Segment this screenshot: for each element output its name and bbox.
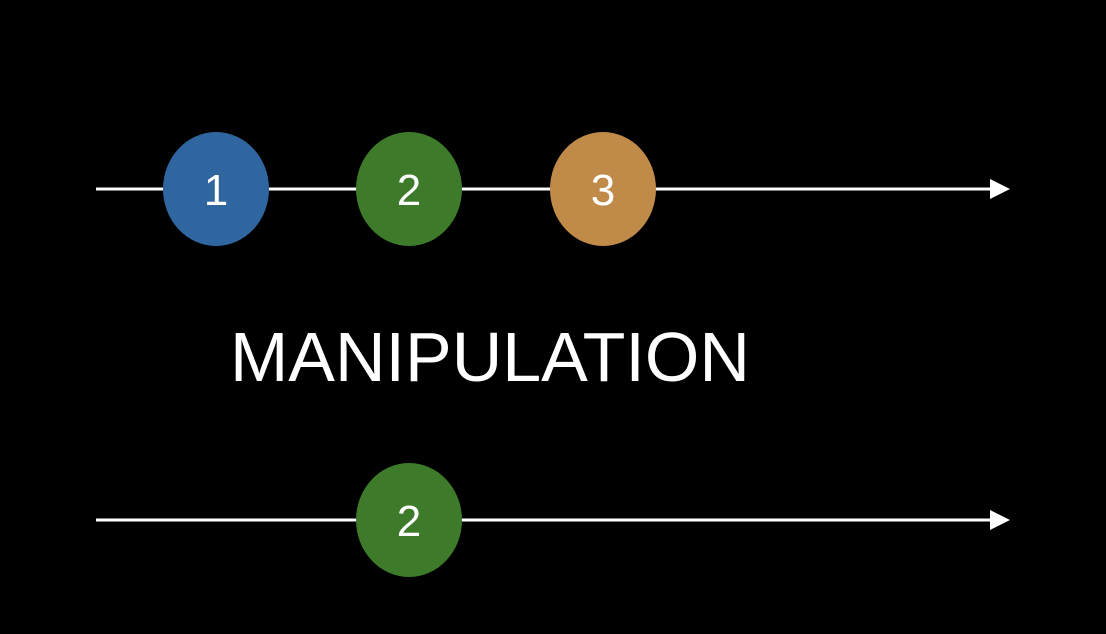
input-marble-1-label: 1: [204, 166, 228, 215]
input-marble-3-label: 3: [591, 166, 615, 215]
input-marble-1-circle: [163, 132, 269, 246]
input-marble-2: 2: [356, 132, 462, 246]
input-timeline: 1 2 3: [96, 132, 1010, 246]
input-timeline-arrowhead: [990, 179, 1010, 199]
input-marble-1: 1: [163, 132, 269, 246]
input-marble-3: 3: [550, 132, 656, 246]
output-timeline-arrowhead: [990, 510, 1010, 530]
output-timeline: 2: [96, 463, 1010, 577]
input-marble-2-circle: [356, 132, 462, 246]
input-marble-2-label: 2: [397, 166, 421, 215]
operator-label: MANIPULATION: [230, 318, 750, 396]
output-marble-1-circle: [356, 463, 462, 577]
input-marble-3-circle: [550, 132, 656, 246]
output-marble-1-label: 2: [397, 497, 421, 546]
output-marble-1: 2: [356, 463, 462, 577]
